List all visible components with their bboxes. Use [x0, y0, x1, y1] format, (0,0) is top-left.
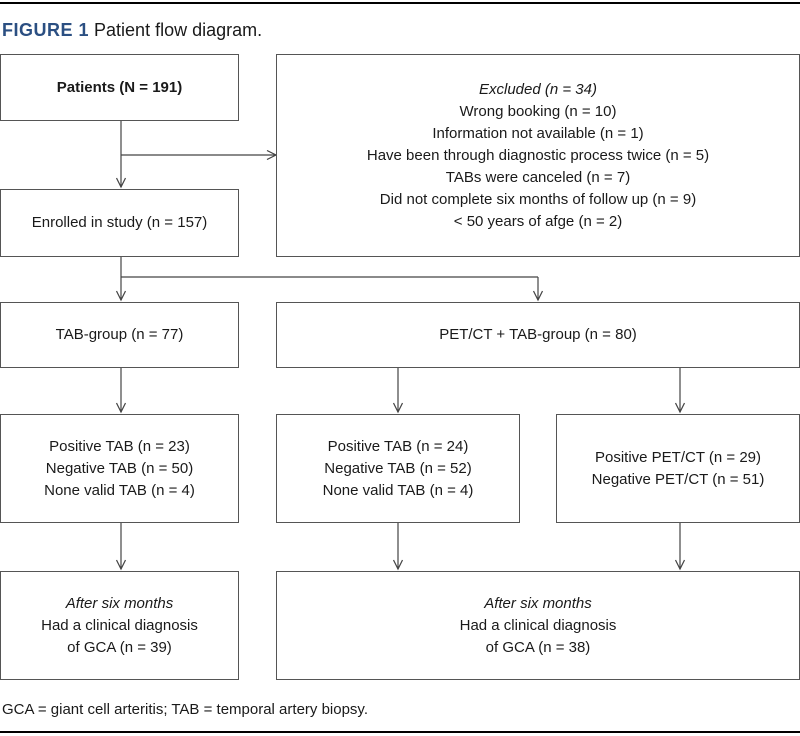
bottom-rule [0, 731, 800, 733]
result-line: Negative TAB (n = 52) [324, 459, 472, 477]
excluded-item: Information not available (n = 1) [432, 124, 644, 142]
patients-label: Patients (N = 191) [56, 78, 183, 96]
result-line: Positive TAB (n = 24) [327, 437, 469, 455]
tab-group-box: TAB-group (n = 77) [0, 302, 239, 368]
pet-results-box: Positive PET/CT (n = 29) Negative PET/CT… [556, 414, 800, 523]
excluded-item: Wrong booking (n = 10) [459, 102, 617, 120]
footnote: GCA = giant cell arteritis; TAB = tempor… [2, 701, 368, 718]
result-line: Negative PET/CT (n = 51) [591, 470, 765, 488]
excluded-item: TABs were canceled (n = 7) [445, 168, 631, 186]
pet-group-box: PET/CT + TAB-group (n = 80) [276, 302, 800, 368]
top-rule [0, 2, 800, 4]
excluded-item: Have been through diagnostic process twi… [366, 146, 710, 164]
result-line: None valid TAB (n = 4) [322, 481, 474, 499]
followup-line: Had a clinical diagnosis [41, 616, 198, 634]
excluded-heading: Excluded (n = 34) [479, 80, 597, 98]
excluded-item: Did not complete six months of follow up… [379, 190, 697, 208]
followup-line: of GCA (n = 39) [67, 638, 172, 656]
tab-group-label: TAB-group (n = 77) [55, 326, 184, 343]
followup-pet-box: After six months Had a clinical diagnosi… [276, 571, 800, 680]
result-line: None valid TAB (n = 4) [44, 481, 195, 499]
pet-group-label: PET/CT + TAB-group (n = 80) [439, 326, 637, 343]
followup-heading: After six months [484, 594, 592, 612]
excluded-item: < 50 years of afge (n = 2) [453, 212, 623, 230]
figure-title: Patient flow diagram. [94, 20, 263, 40]
excluded-box: Excluded (n = 34) Wrong booking (n = 10)… [276, 54, 800, 257]
result-line: Negative TAB (n = 50) [45, 459, 194, 477]
enrolled-label: Enrolled in study (n = 157) [31, 214, 208, 231]
patients-box: Patients (N = 191) [0, 54, 239, 121]
tab-results-box: Positive TAB (n = 23) Negative TAB (n = … [0, 414, 239, 523]
figure-caption: FIGURE 1 Patient flow diagram. [2, 18, 262, 42]
followup-line: of GCA (n = 38) [485, 638, 591, 656]
enrolled-box: Enrolled in study (n = 157) [0, 189, 239, 257]
pet-tab-results-box: Positive TAB (n = 24) Negative TAB (n = … [276, 414, 520, 523]
followup-heading: After six months [65, 594, 174, 612]
figure-label: FIGURE 1 [2, 20, 90, 40]
followup-line: Had a clinical diagnosis [459, 616, 617, 634]
result-line: Positive PET/CT (n = 29) [594, 448, 762, 466]
result-line: Positive TAB (n = 23) [49, 437, 190, 455]
followup-tab-box: After six months Had a clinical diagnosi… [0, 571, 239, 680]
